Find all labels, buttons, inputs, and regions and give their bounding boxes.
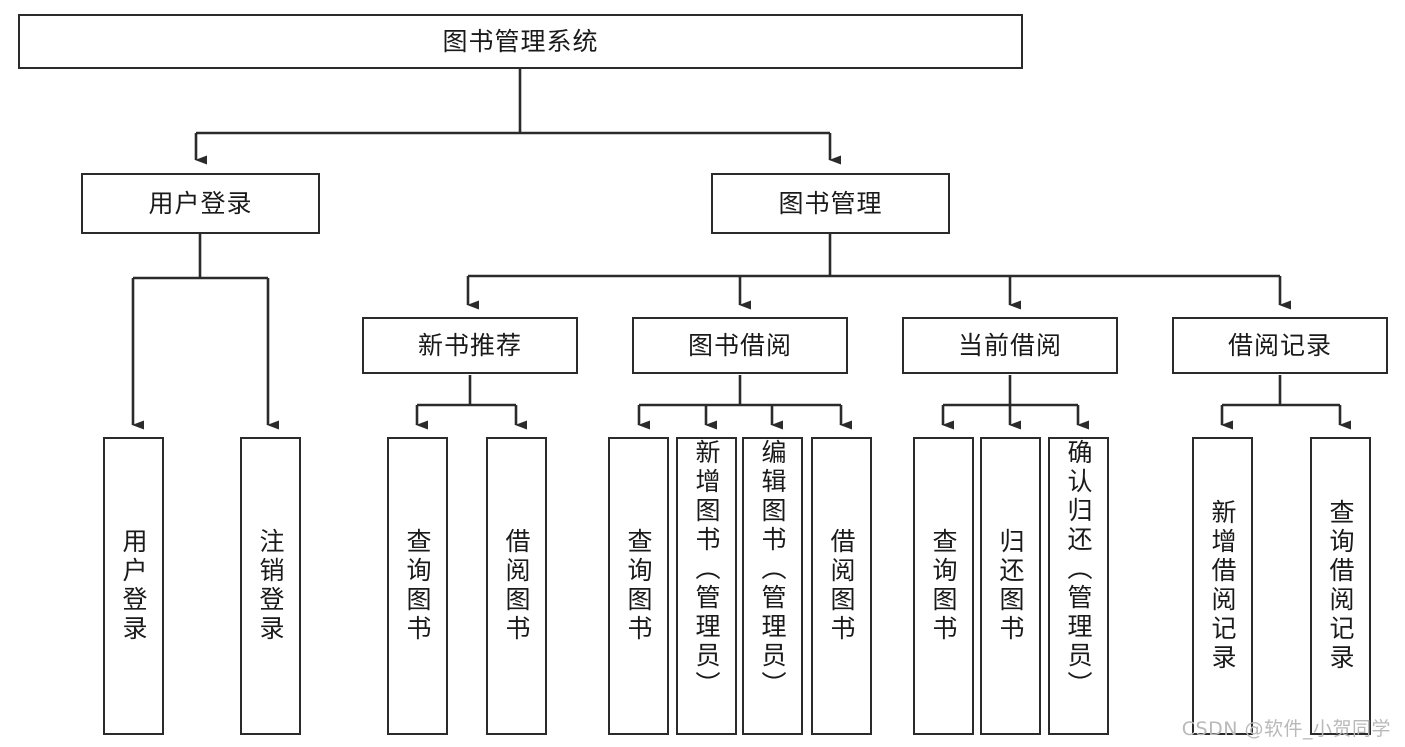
node-label: 借阅图书 xyxy=(827,528,856,644)
csdn-watermark: CSDN @软件_小贺同学 xyxy=(1181,718,1391,740)
node-label: 图书管理 xyxy=(778,188,883,218)
node-label: 图书管理系统 xyxy=(442,26,599,56)
node-label: 用户登录 xyxy=(119,528,148,644)
leaf-borrow-book[interactable]: 借阅图书 xyxy=(811,437,872,735)
node-label: 查询图书 xyxy=(929,528,958,644)
node-label: 当前借阅 xyxy=(957,330,1062,360)
node-label: 图书借阅 xyxy=(687,330,792,360)
leaf-return-book[interactable]: 归还图书 xyxy=(980,437,1041,735)
leaf-query-borrow-record[interactable]: 查询借阅记录 xyxy=(1310,437,1371,735)
leaf-logout[interactable]: 注销登录 xyxy=(240,437,301,735)
node-label: 借阅图书 xyxy=(502,528,531,644)
node-book-management[interactable]: 图书管理 xyxy=(711,173,950,234)
leaf-query-book-borrow[interactable]: 查询图书 xyxy=(608,437,669,735)
node-label: 查询借阅记录 xyxy=(1326,499,1355,673)
leaf-borrow-book-recommend[interactable]: 借阅图书 xyxy=(486,437,547,735)
node-borrow-record[interactable]: 借阅记录 xyxy=(1172,317,1388,374)
leaf-query-book-current[interactable]: 查询图书 xyxy=(913,437,974,735)
node-label: 新增图书（管理员） xyxy=(692,439,721,700)
node-label: 新书推荐 xyxy=(417,330,522,360)
node-label: 用户登录 xyxy=(148,188,253,218)
node-current-borrow[interactable]: 当前借阅 xyxy=(902,317,1118,374)
node-label: 归还图书 xyxy=(996,528,1025,644)
node-book-borrow[interactable]: 图书借阅 xyxy=(632,317,848,374)
leaf-add-book-admin[interactable]: 新增图书（管理员） xyxy=(676,437,737,735)
leaf-add-borrow-record[interactable]: 新增借阅记录 xyxy=(1192,437,1253,735)
node-label: 新增借阅记录 xyxy=(1208,499,1237,673)
node-root-system[interactable]: 图书管理系统 xyxy=(18,14,1023,69)
leaf-confirm-return-admin[interactable]: 确认归还（管理员） xyxy=(1048,437,1109,735)
leaf-user-login[interactable]: 用户登录 xyxy=(103,437,164,735)
node-label: 查询图书 xyxy=(403,528,432,644)
node-label: 确认归还（管理员） xyxy=(1064,439,1093,700)
node-label: 编辑图书（管理员） xyxy=(758,439,787,700)
node-label: 注销登录 xyxy=(256,528,285,644)
node-new-book-recommend[interactable]: 新书推荐 xyxy=(362,317,578,374)
leaf-query-book-recommend[interactable]: 查询图书 xyxy=(387,437,448,735)
node-label: 借阅记录 xyxy=(1227,330,1332,360)
node-label: 查询图书 xyxy=(624,528,653,644)
node-user-login[interactable]: 用户登录 xyxy=(81,173,320,234)
leaf-edit-book-admin[interactable]: 编辑图书（管理员） xyxy=(742,437,803,735)
